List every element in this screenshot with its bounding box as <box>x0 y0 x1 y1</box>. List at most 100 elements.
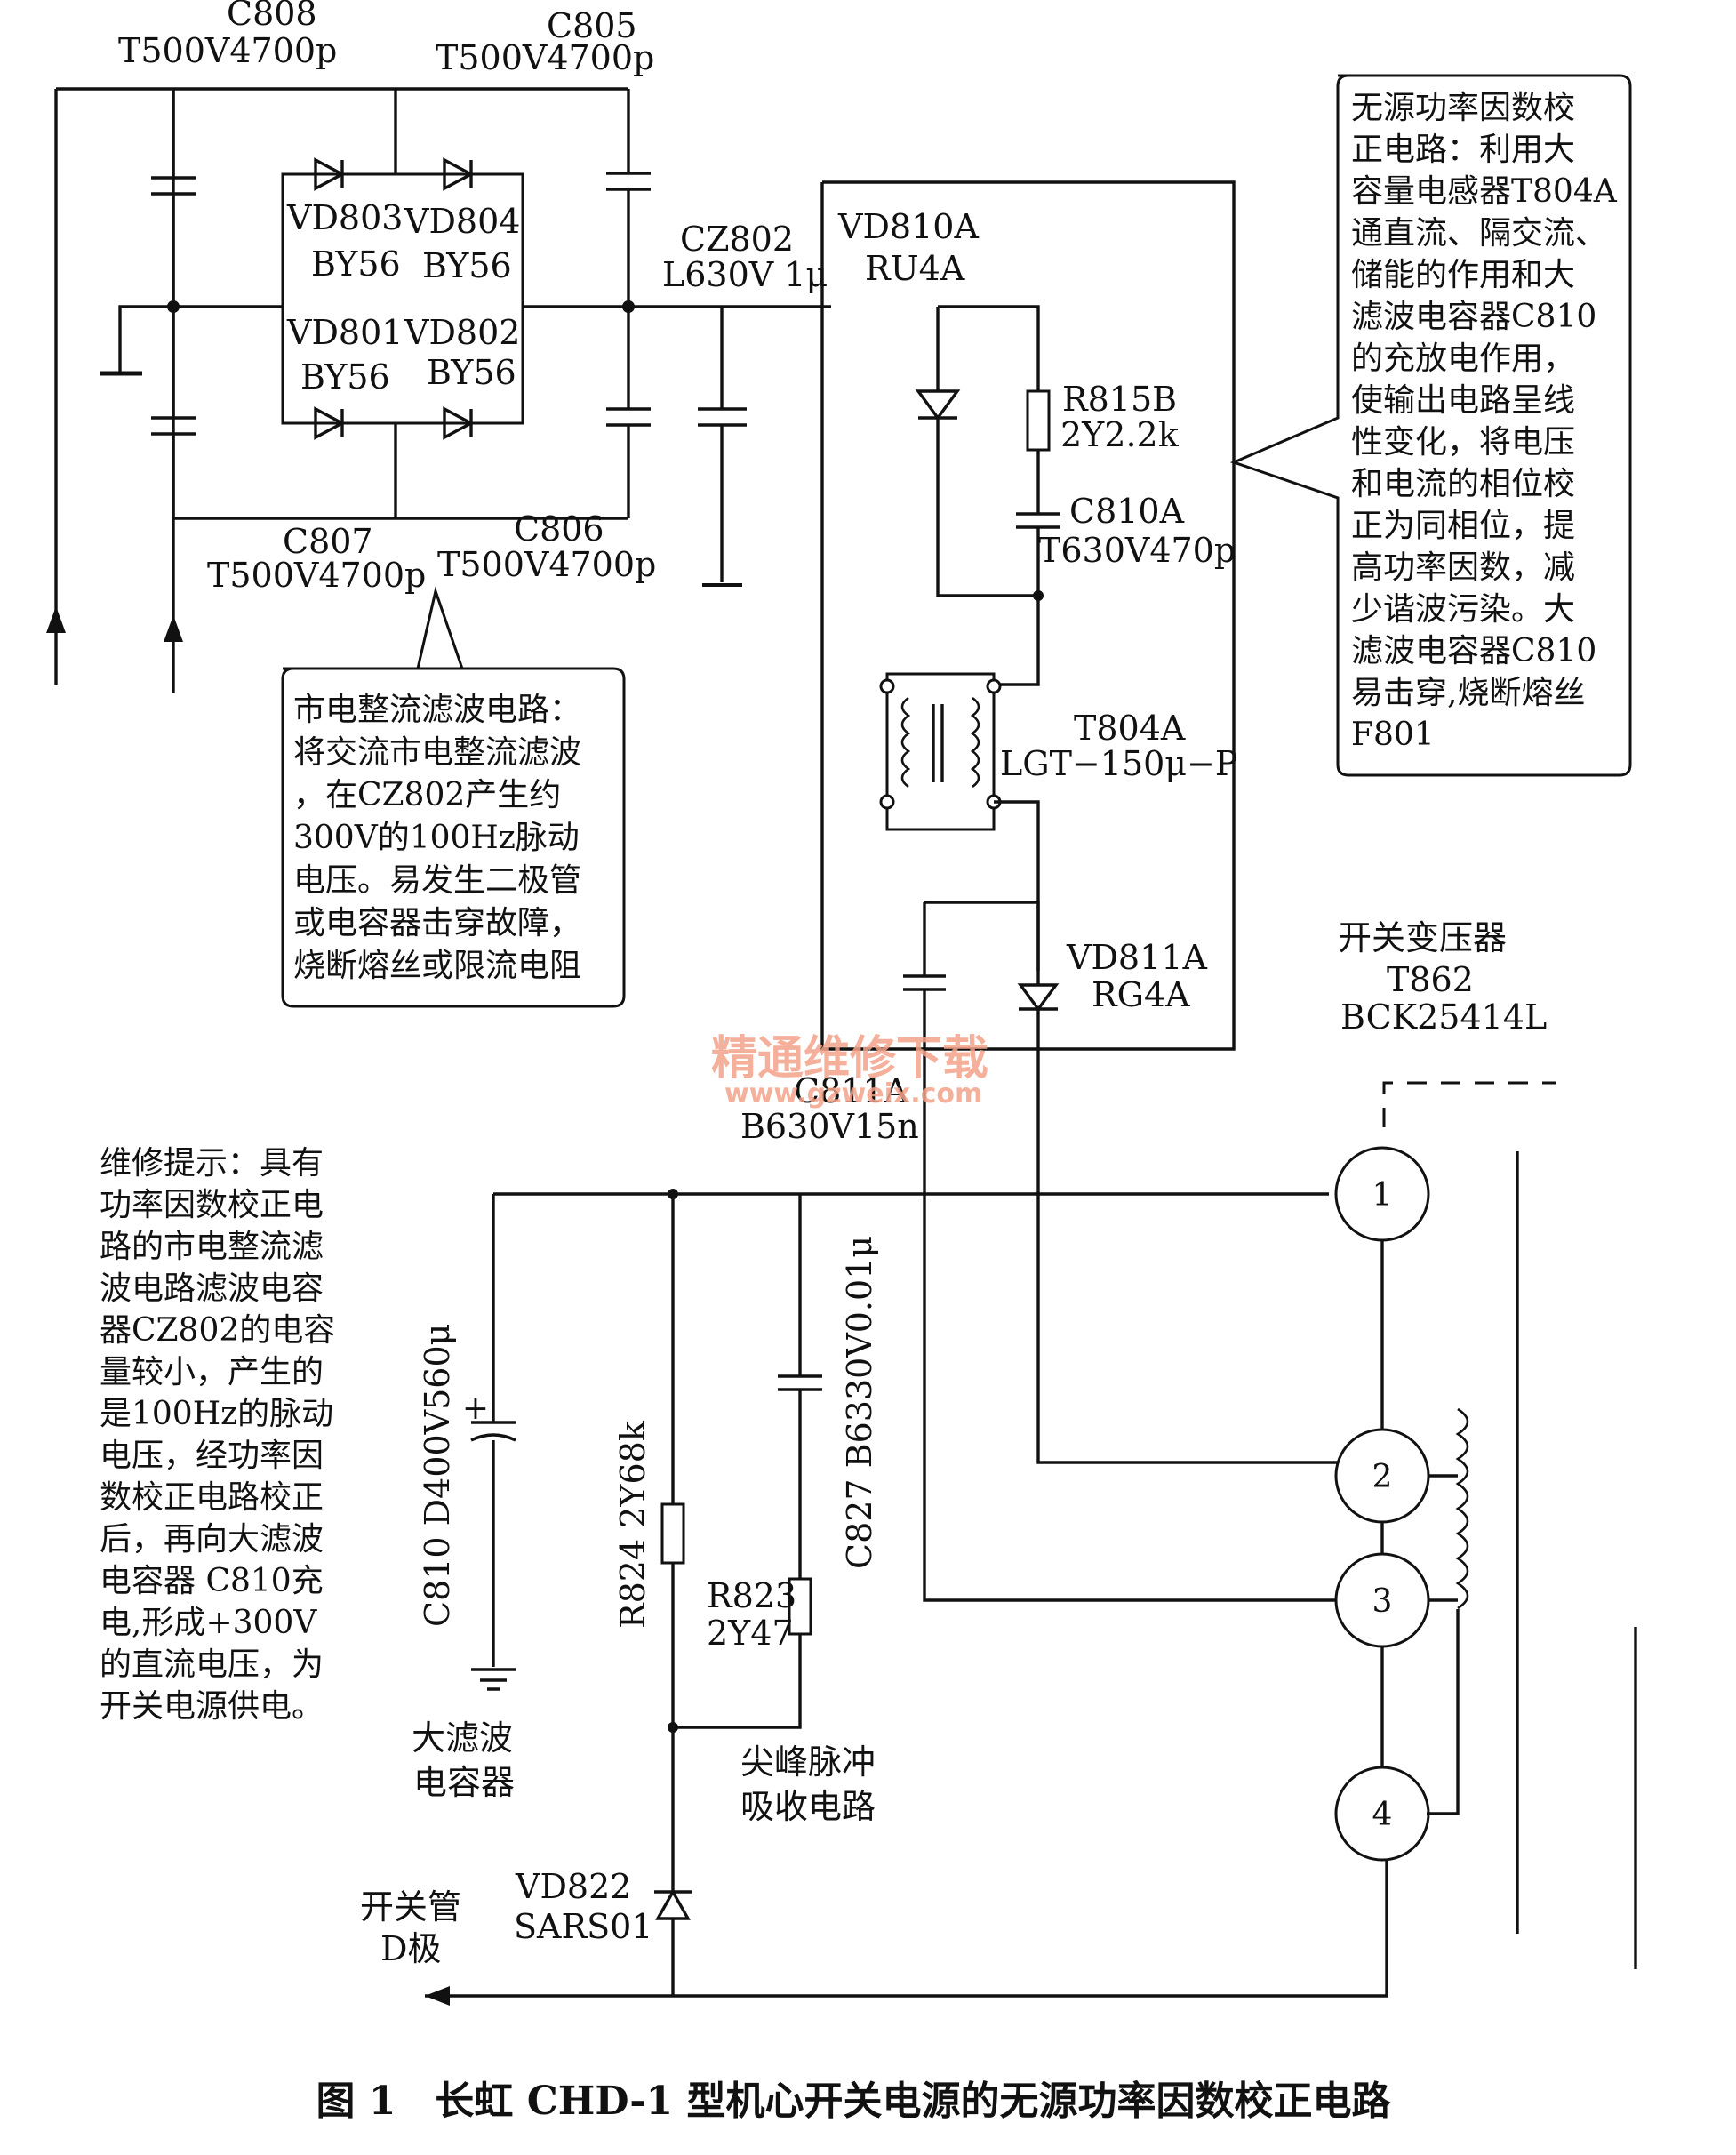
figure-caption: 图 1 长虹 CHD-1 型机心开关电源的无源功率因数校正电路 <box>316 2079 1391 2124</box>
note-pfc-line-16: F801 <box>1351 717 1435 753</box>
vd803-value: BY56 <box>311 244 401 284</box>
note-pfc-line-3: 容量电感器T804A <box>1351 173 1618 210</box>
note-repair-line-3: 路的市电整流滤 <box>100 1229 324 1265</box>
c805-ref: C805 <box>547 6 637 45</box>
spike-absorb-label-1: 尖峰脉冲 <box>740 1742 876 1782</box>
vd802-diode-symbol <box>443 406 475 440</box>
note-repair-line-2: 功率因数校正电 <box>100 1187 324 1223</box>
note-repair-line-10: 后，再向大滤波 <box>100 1521 324 1558</box>
c807-ref: C807 <box>283 522 373 561</box>
ac-input-arrow-right <box>164 615 183 642</box>
c808-ref: C808 <box>227 0 317 33</box>
note-repair: 维修提示：具有 功率因数校正电 路的市电整流滤 波电路滤波电容 器CZ802的电… <box>100 1145 335 1725</box>
note-repair-line-1: 维修提示：具有 <box>100 1145 324 1182</box>
watermark: 精通维修下载 www.gzweix.com <box>711 1032 988 1110</box>
note-rectifier: 市电整流滤波电路： 将交流市电整流滤波 ，在CZ802产生约 300V的100H… <box>281 586 626 1008</box>
note-pfc: 无源功率因数校 正电路：利用大 容量电感器T804A 通直流、隔交流、 储能的作… <box>1229 74 1632 777</box>
filter-cap-label-1: 大滤波 <box>412 1718 513 1758</box>
t804a-ref: T804A <box>1074 709 1186 748</box>
c810a-value: T630V470p <box>1038 531 1236 570</box>
c810a-ref: C810A <box>1069 492 1185 531</box>
vd822-value: SARS01 <box>514 1907 652 1946</box>
watermark-cn: 精通维修下载 <box>711 1032 988 1086</box>
lower-circuit: + <box>425 1081 1637 2006</box>
t862-name: 开关变压器 <box>1338 918 1507 957</box>
note-rectifier-line-3: ，在CZ802产生约 <box>293 777 561 813</box>
note-pfc-line-12: 高功率因数，减 <box>1351 549 1575 586</box>
cz802-ref: CZ802 <box>680 220 794 259</box>
watermark-url: www.gzweix.com <box>724 1078 982 1110</box>
note-repair-line-12: 电,形成+300V <box>100 1605 317 1641</box>
note-repair-line-9: 数校正电路校正 <box>100 1479 324 1516</box>
note-pfc-line-1: 无源功率因数校 <box>1351 90 1575 126</box>
note-pfc-line-6: 滤波电容器C810 <box>1351 299 1596 335</box>
note-pfc-line-15: 易击穿,烧断熔丝 <box>1351 675 1585 711</box>
t804a-value: LGT−150μ−P <box>1000 744 1237 783</box>
pin-1 <box>1334 1146 1430 1242</box>
pin-2-label: 2 <box>1372 1459 1393 1495</box>
note-repair-line-14: 开关电源供电。 <box>100 1688 324 1725</box>
vd802-value: BY56 <box>427 353 516 392</box>
transformer-t862 <box>1334 1081 1637 1969</box>
switch-drain-label-1: 开关管 <box>360 1887 461 1927</box>
vd802-ref: VD802 <box>404 313 520 352</box>
note-pfc-line-13: 少谐波污染。大 <box>1351 591 1575 628</box>
vd811a-value: RG4A <box>1092 975 1190 1014</box>
note-pfc-line-9: 性变化，将电压 <box>1351 424 1575 461</box>
note-pfc-line-2: 正电路：利用大 <box>1351 132 1575 168</box>
c811a-value: B630V15n <box>740 1107 919 1146</box>
note-repair-line-4: 波电路滤波电容 <box>100 1270 324 1307</box>
note-repair-line-8: 电压，经功率因 <box>100 1438 324 1474</box>
r815b-ref: R815B <box>1062 380 1177 419</box>
vd811a-ref: VD811A <box>1066 938 1207 977</box>
svg-text:+: + <box>462 1390 489 1427</box>
vd803-diode-symbol <box>314 157 346 191</box>
vd804-value: BY56 <box>422 246 512 285</box>
spike-absorb-label-2: 吸收电路 <box>740 1787 876 1826</box>
r815b-value: 2Y2.2k <box>1060 415 1180 454</box>
c806-value: T500V4700p <box>437 545 656 584</box>
note-rectifier-line-6: 或电容器击穿故障， <box>293 905 581 941</box>
c806-ref: C806 <box>514 509 604 549</box>
vd810a-value: RU4A <box>865 249 965 288</box>
filter-cap-label-2: 电容器 <box>413 1763 515 1802</box>
c810-label: C810 D400V560μ <box>418 1324 457 1627</box>
pin-3-label: 3 <box>1372 1583 1393 1620</box>
note-pfc-line-4: 通直流、隔交流、 <box>1351 215 1607 252</box>
ac-input-arrow-left <box>46 606 66 633</box>
vd822-ref: VD822 <box>515 1867 631 1906</box>
note-repair-line-7: 是100Hz的脉动 <box>100 1396 333 1432</box>
note-rectifier-line-7: 烧断熔丝或限流电阻 <box>293 948 581 984</box>
switch-drain-label-2: D极 <box>380 1929 441 1968</box>
t862-value: BCK25414L <box>1340 997 1547 1037</box>
note-repair-line-11: 电容器 C810充 <box>100 1563 324 1599</box>
note-repair-line-13: 的直流电压，为 <box>100 1646 324 1683</box>
c827-label: C827 B6330V0.01μ <box>840 1236 879 1569</box>
note-pfc-line-11: 正为同相位，提 <box>1351 508 1575 544</box>
vd804-ref: VD804 <box>404 202 520 241</box>
note-pfc-line-10: 和电流的相位校 <box>1351 466 1575 502</box>
vd801-value: BY56 <box>300 357 390 397</box>
c808-value: T500V4700p <box>118 31 337 70</box>
vd804-diode-symbol <box>443 157 475 191</box>
bridge-rectifier <box>46 87 831 693</box>
vd803-ref: VD803 <box>286 198 403 237</box>
vd810a-ref: VD810A <box>837 207 979 246</box>
c811a-ref: C811A <box>794 1071 909 1110</box>
note-pfc-line-8: 使输出电路呈线 <box>1351 382 1575 419</box>
c805-value: T500V4700p <box>436 38 654 77</box>
component-labels: C808 T500V4700p C805 T500V4700p VD803 BY… <box>118 0 1547 1968</box>
note-pfc-line-5: 储能的作用和大 <box>1351 257 1575 293</box>
r823-ref: R823 <box>707 1576 796 1615</box>
pin-1-label: 1 <box>1372 1177 1393 1214</box>
note-pfc-line-7: 的充放电作用， <box>1351 340 1575 377</box>
r824-label: R824 2Y68k <box>613 1420 652 1629</box>
c807-value: T500V4700p <box>207 556 426 595</box>
note-pfc-line-14: 滤波电容器C810 <box>1351 633 1596 669</box>
cz802-value: L630V 1μ <box>662 255 828 294</box>
note-rectifier-line-2: 将交流市电整流滤波 <box>293 734 581 771</box>
note-repair-line-6: 量较小，产生的 <box>100 1354 324 1390</box>
r823-value: 2Y47 <box>707 1614 794 1653</box>
note-rectifier-line-5: 电压。易发生二极管 <box>293 862 581 899</box>
